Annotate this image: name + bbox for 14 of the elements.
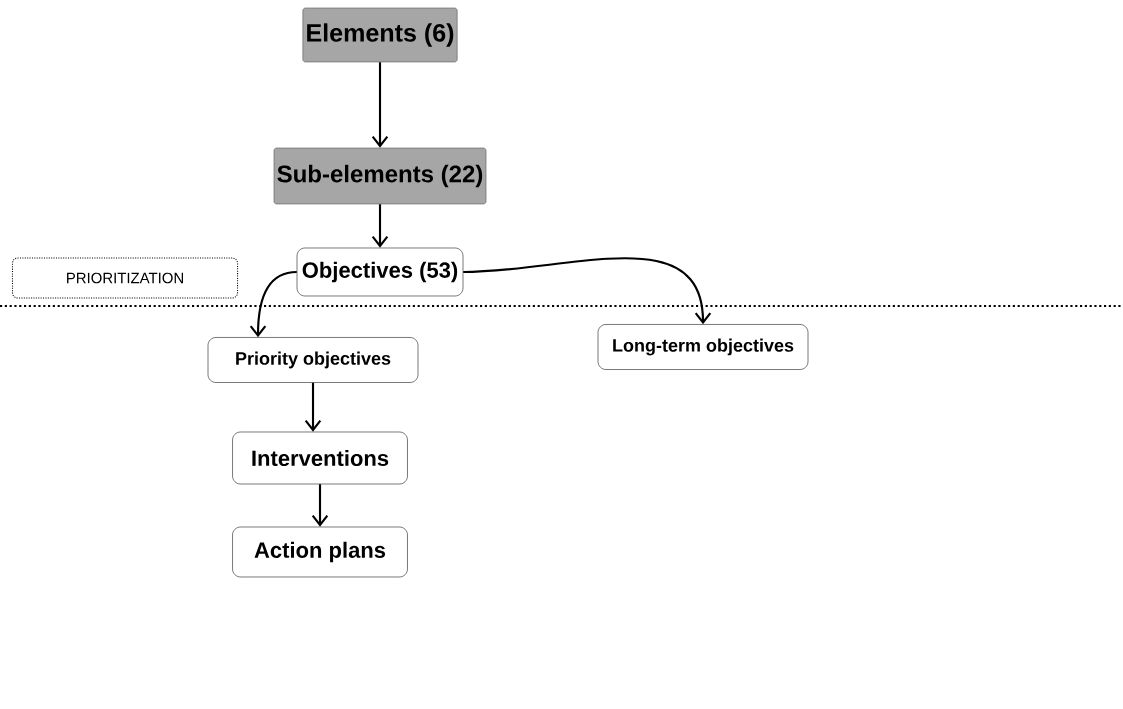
arrow: [311, 484, 329, 527]
stage-box: PRIORITIZATION: [11, 257, 239, 299]
heading-box: Elements (6): [302, 7, 458, 63]
process-box: Objectives (53): [296, 247, 464, 297]
process-box: Action plans: [232, 526, 408, 578]
arrow: [371, 204, 389, 248]
process-box: Priority objectives: [207, 337, 419, 383]
arrow: [249, 270, 297, 338]
process-box: Long-term objectives: [597, 324, 809, 370]
arrow: [304, 382, 322, 432]
arrow: [371, 62, 389, 148]
arrow: [463, 257, 712, 325]
process-box: Interventions: [232, 431, 408, 485]
heading-box: Sub-elements (22): [273, 147, 487, 205]
